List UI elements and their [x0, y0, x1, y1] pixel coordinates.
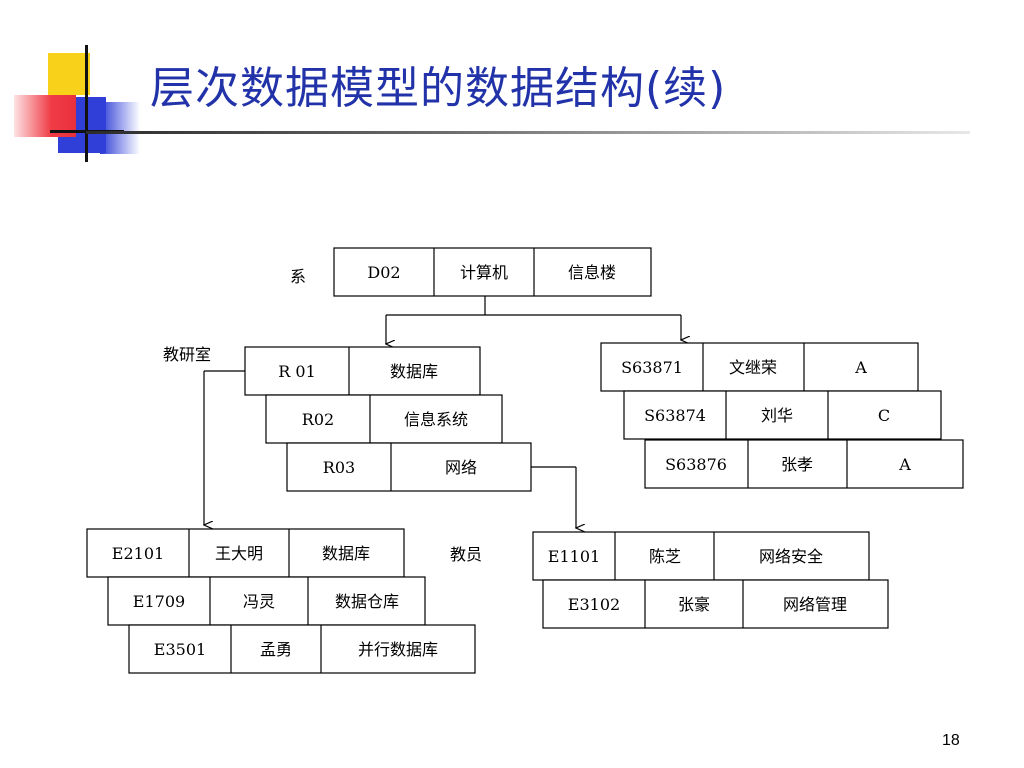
- lab-r01-connector: [204, 370, 245, 525]
- staff-record-e3501: E3501 孟勇 并行数据库: [128, 624, 476, 674]
- staff-id: E1101: [548, 547, 600, 566]
- student-grade: A: [854, 358, 867, 377]
- staff-name: 冯灵: [243, 592, 275, 611]
- staff-name: 王大明: [215, 544, 263, 563]
- staff-id: E2101: [112, 544, 164, 563]
- student-grade: A: [898, 455, 911, 474]
- staff-specialty: 网络管理: [783, 595, 847, 614]
- dept-record: D02 计算机 信息楼: [333, 247, 652, 297]
- decor-vertical-line: [85, 45, 88, 162]
- student-record-2: S63874 刘华 C: [623, 390, 942, 440]
- student-id: S63871: [621, 358, 683, 377]
- staff-record-e1101: E1101 陈芝 网络安全: [532, 531, 870, 581]
- lab-name: 网络: [445, 458, 477, 477]
- slide-title: 层次数据模型的数据结构(续): [150, 63, 727, 114]
- student-record-1: S63871 文继荣 A: [600, 342, 919, 392]
- staff-id: E1709: [133, 592, 185, 611]
- lab-id: R 01: [278, 362, 316, 381]
- student-name: 刘华: [761, 406, 793, 425]
- staff-id: E3102: [568, 595, 620, 614]
- student-grade: C: [878, 406, 890, 425]
- lab-record-r03: R03 网络: [286, 442, 532, 492]
- student-id: S63874: [644, 406, 706, 425]
- title-underline: [86, 131, 970, 134]
- lab-id: R03: [323, 458, 355, 477]
- staff-name: 张豪: [678, 595, 710, 614]
- staff-name: 陈芝: [649, 547, 681, 566]
- lab-name: 数据库: [390, 362, 438, 381]
- staff-specialty: 数据仓库: [335, 592, 399, 611]
- staff-id: E3501: [154, 640, 206, 659]
- staff-specialty: 网络安全: [759, 547, 823, 566]
- student-record-3: S63876 张孝 A: [644, 439, 964, 489]
- page-number: 18: [942, 732, 960, 749]
- staff-specialty: 并行数据库: [358, 640, 438, 659]
- lab-record-r02: R02 信息系统: [265, 394, 503, 444]
- staff-record-e1709: E1709 冯灵 数据仓库: [107, 576, 426, 626]
- lab-name: 信息系统: [404, 410, 468, 429]
- staff-specialty: 数据库: [322, 544, 370, 563]
- lab-r03-connector: [531, 466, 576, 528]
- staff-name: 孟勇: [260, 640, 292, 659]
- dept-name: 计算机: [460, 263, 508, 282]
- student-name: 张孝: [781, 455, 813, 474]
- student-id: S63876: [665, 455, 727, 474]
- lab-record-r01: R 01 数据库: [244, 346, 481, 396]
- label-staff: 教员: [450, 545, 482, 564]
- dept-connector: [386, 296, 681, 344]
- lab-id: R02: [302, 410, 334, 429]
- staff-record-e2101: E2101 王大明 数据库: [86, 528, 405, 578]
- label-dept: 系: [290, 267, 306, 286]
- decor-yellow-square: [48, 53, 90, 95]
- label-lab: 教研室: [163, 345, 211, 364]
- dept-building: 信息楼: [568, 263, 616, 282]
- staff-record-e3102: E3102 张豪 网络管理: [542, 579, 889, 629]
- decor-blue-gradient: [100, 102, 140, 154]
- dept-id: D02: [367, 263, 400, 282]
- student-name: 文继荣: [729, 358, 777, 377]
